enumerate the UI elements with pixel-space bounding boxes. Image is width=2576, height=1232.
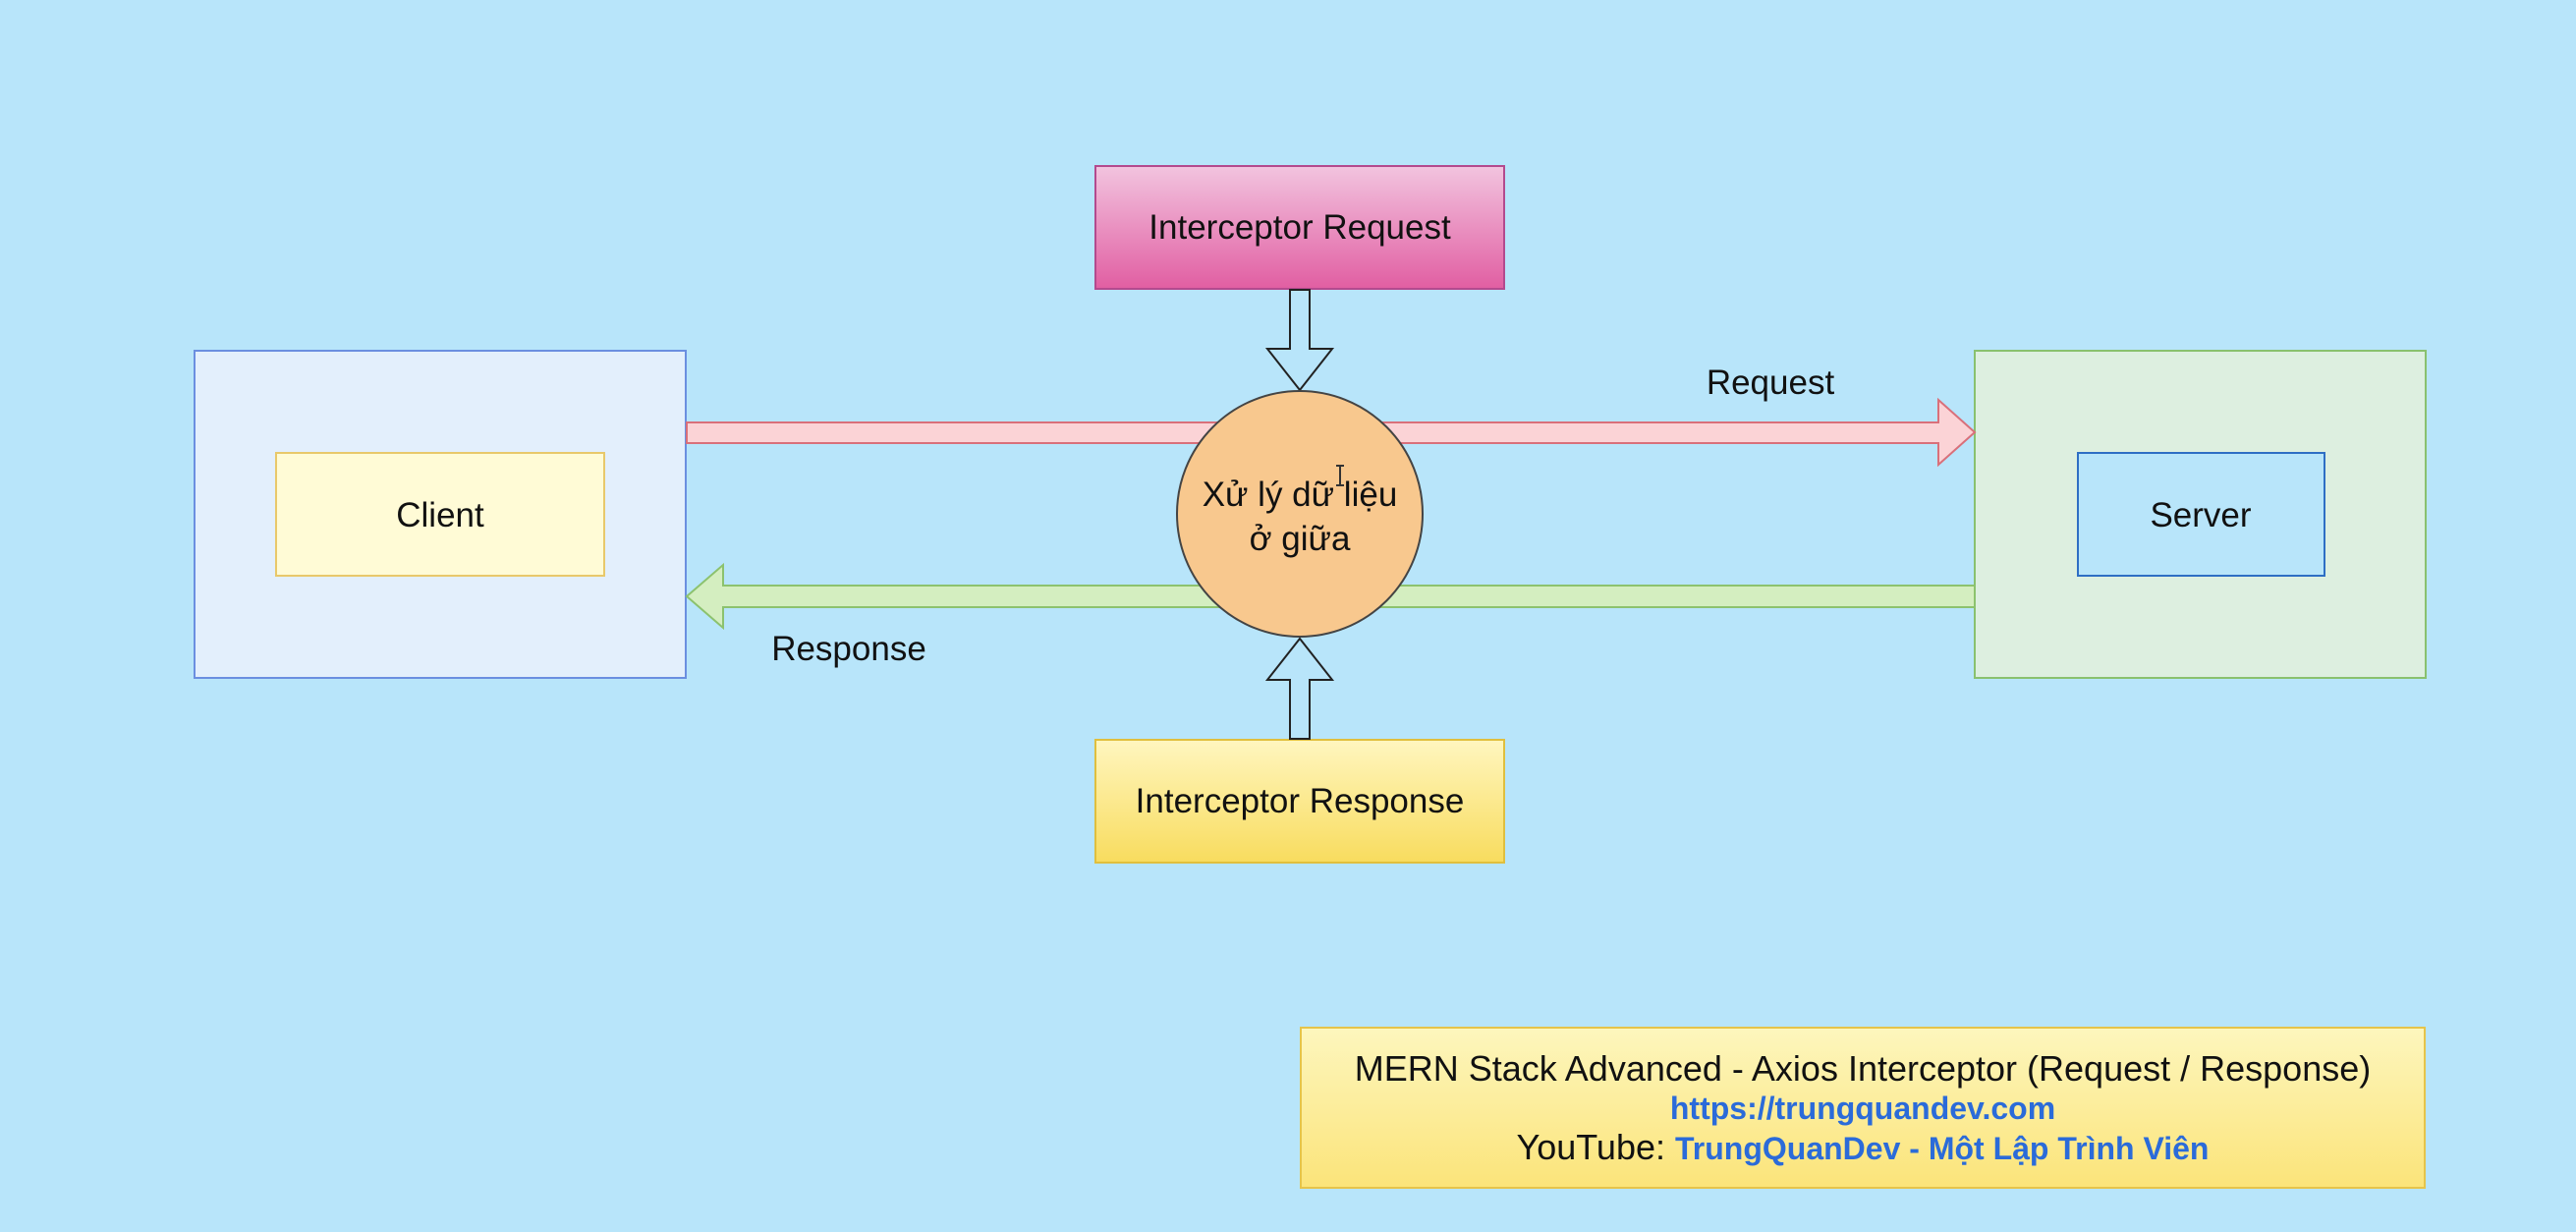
server-box (2077, 452, 2325, 577)
client-label: Client (396, 496, 484, 534)
middle-label-line1: Xử lý dữ liệu (1203, 476, 1398, 514)
website-link[interactable]: https://trungquandev.com (1669, 1091, 2056, 1126)
youtube-line: YouTube: TrungQuanDev - Một Lập Trình Vi… (1302, 1128, 2424, 1168)
text-cursor-icon (1336, 465, 1344, 486)
client-box (275, 452, 605, 577)
down-arrow (1264, 289, 1335, 392)
middle-label-line2: ở giữa (1250, 520, 1351, 558)
course-title: MERN Stack Advanced - Axios Interceptor … (1354, 1048, 2372, 1089)
interceptor-request-label: Interceptor Request (1148, 208, 1451, 247)
interceptor-request-box (1094, 165, 1505, 290)
request-label: Request (1707, 364, 1835, 402)
interceptor-response-box (1094, 739, 1505, 864)
up-arrow (1264, 637, 1335, 740)
server-label: Server (2150, 496, 2251, 534)
interceptor-response-label: Interceptor Response (1136, 782, 1465, 820)
response-label: Response (771, 630, 926, 668)
youtube-channel-link[interactable]: TrungQuanDev - Một Lập Trình Viên (1675, 1131, 2210, 1166)
middle-processing-circle (1176, 390, 1424, 638)
course-info-box: MERN Stack Advanced - Axios Interceptor … (1300, 1027, 2426, 1189)
youtube-prefix: YouTube: (1516, 1127, 1676, 1167)
